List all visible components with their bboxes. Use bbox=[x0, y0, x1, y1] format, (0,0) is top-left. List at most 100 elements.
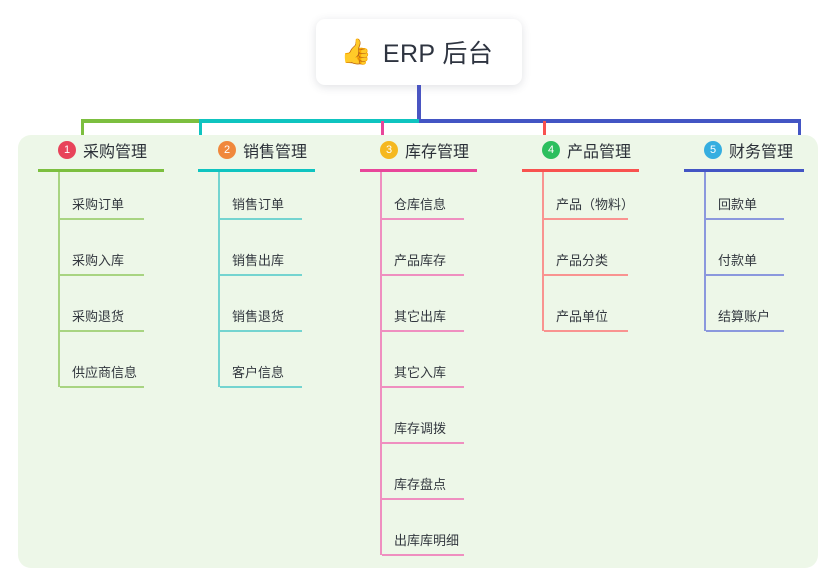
column-item[interactable]: 销售订单 bbox=[198, 172, 315, 228]
column-item-list: 回款单付款单结算账户 bbox=[684, 172, 804, 340]
column-header-underline bbox=[360, 169, 477, 172]
column-item-label: 仓库信息 bbox=[394, 197, 447, 212]
column-item[interactable]: 其它出库 bbox=[360, 284, 477, 340]
column-item[interactable]: 采购订单 bbox=[38, 172, 164, 228]
column-item[interactable]: 其它入库 bbox=[360, 340, 477, 396]
column-number-badge: 3 bbox=[380, 141, 398, 159]
column-item[interactable]: 产品分类 bbox=[522, 228, 639, 284]
column-item[interactable]: 销售退货 bbox=[198, 284, 315, 340]
column-item[interactable]: 回款单 bbox=[684, 172, 804, 228]
connector-horizontal-segment bbox=[199, 119, 421, 123]
column-item-label: 供应商信息 bbox=[72, 365, 138, 380]
column-branch-spine bbox=[704, 172, 706, 331]
column-header[interactable]: 4 产品管理 bbox=[522, 135, 639, 165]
column-header[interactable]: 5 财务管理 bbox=[684, 135, 804, 165]
root-connector-stem bbox=[417, 85, 421, 122]
column-item[interactable]: 付款单 bbox=[684, 228, 804, 284]
column-item[interactable]: 库存盘点 bbox=[360, 452, 477, 508]
column-item[interactable]: 库存调拨 bbox=[360, 396, 477, 452]
diagram-panel: 1 采购管理采购订单采购入库采购退货供应商信息 2 销售管理销售订单销售出库销售退货客… bbox=[18, 135, 818, 568]
column-item-list: 采购订单采购入库采购退货供应商信息 bbox=[38, 172, 164, 396]
column-item-underline bbox=[544, 274, 628, 276]
column-item-underline bbox=[382, 442, 464, 444]
column-title: 采购管理 bbox=[83, 144, 148, 161]
column-item[interactable]: 产品单位 bbox=[522, 284, 639, 340]
column-item-label: 其它出库 bbox=[394, 309, 447, 324]
column-item-list: 仓库信息产品库存其它出库其它入库库存调拨库存盘点出库库明细 bbox=[360, 172, 477, 564]
column-item-label: 库存调拨 bbox=[394, 421, 447, 436]
column-item-underline bbox=[60, 218, 144, 220]
column-item-label: 采购订单 bbox=[72, 197, 125, 212]
column-header[interactable]: 2 销售管理 bbox=[198, 135, 315, 165]
column-item[interactable]: 采购入库 bbox=[38, 228, 164, 284]
mindmap-column: 2 销售管理销售订单销售出库销售退货客户信息 bbox=[198, 135, 315, 396]
column-item-label: 产品分类 bbox=[556, 253, 609, 268]
column-item-label: 产品（物料） bbox=[556, 197, 635, 212]
column-header-underline bbox=[684, 169, 804, 172]
column-item[interactable]: 供应商信息 bbox=[38, 340, 164, 396]
column-item-label: 结算账户 bbox=[718, 309, 771, 324]
column-item-label: 库存盘点 bbox=[394, 477, 447, 492]
column-title: 销售管理 bbox=[243, 144, 308, 161]
root-node-title: ERP 后台 bbox=[382, 40, 494, 68]
column-item-label: 销售出库 bbox=[232, 253, 285, 268]
column-item-label: 销售退货 bbox=[232, 309, 285, 324]
column-item-label: 回款单 bbox=[718, 197, 758, 212]
column-branch-spine bbox=[380, 172, 382, 555]
column-item-underline bbox=[544, 218, 628, 220]
column-item[interactable]: 产品（物料） bbox=[522, 172, 639, 228]
mindmap-column: 4 产品管理产品（物料） 产品分类产品单位 bbox=[522, 135, 639, 340]
column-branch-spine bbox=[58, 172, 60, 387]
column-header[interactable]: 1 采购管理 bbox=[38, 135, 164, 165]
column-number-badge: 2 bbox=[218, 141, 236, 159]
column-branch-spine bbox=[218, 172, 220, 387]
column-number-badge: 1 bbox=[58, 141, 76, 159]
column-number-badge: 5 bbox=[704, 141, 722, 159]
column-item-underline bbox=[706, 330, 784, 332]
connector-horizontal-segment bbox=[419, 119, 801, 123]
column-item-underline bbox=[706, 274, 784, 276]
column-item-label: 出库库明细 bbox=[394, 533, 460, 548]
column-item[interactable]: 仓库信息 bbox=[360, 172, 477, 228]
column-item[interactable]: 客户信息 bbox=[198, 340, 315, 396]
mindmap-column: 5 财务管理回款单付款单结算账户 bbox=[684, 135, 804, 340]
column-item-underline bbox=[220, 386, 302, 388]
column-item-label: 付款单 bbox=[718, 253, 758, 268]
column-header-underline bbox=[38, 169, 164, 172]
root-node-content: 👍 ERP 后台 bbox=[341, 34, 493, 70]
column-item-label: 产品单位 bbox=[556, 309, 609, 324]
column-item-underline bbox=[544, 330, 628, 332]
column-item-label: 采购退货 bbox=[72, 309, 125, 324]
column-item-underline bbox=[382, 498, 464, 500]
column-item[interactable]: 结算账户 bbox=[684, 284, 804, 340]
column-item-list: 产品（物料） 产品分类产品单位 bbox=[522, 172, 639, 340]
column-title: 产品管理 bbox=[567, 144, 632, 161]
column-item-underline bbox=[382, 386, 464, 388]
column-item-label: 产品库存 bbox=[394, 253, 447, 268]
column-item-list: 销售订单销售出库销售退货客户信息 bbox=[198, 172, 315, 396]
column-item-underline bbox=[382, 274, 464, 276]
column-item-underline bbox=[382, 554, 464, 556]
column-number-badge: 4 bbox=[542, 141, 560, 159]
root-node-card[interactable]: 👍 ERP 后台 bbox=[316, 19, 522, 85]
column-item[interactable]: 产品库存 bbox=[360, 228, 477, 284]
column-title: 财务管理 bbox=[729, 144, 794, 161]
thumbs-up-icon: 👍 bbox=[340, 37, 372, 66]
column-item-underline bbox=[60, 274, 144, 276]
column-item-label: 采购入库 bbox=[72, 253, 125, 268]
column-item-underline bbox=[706, 218, 784, 220]
column-item-label: 客户信息 bbox=[232, 365, 285, 380]
column-item[interactable]: 出库库明细 bbox=[360, 508, 477, 564]
column-item[interactable]: 采购退货 bbox=[38, 284, 164, 340]
column-item-underline bbox=[220, 330, 302, 332]
column-item-underline bbox=[220, 218, 302, 220]
column-item-underline bbox=[382, 330, 464, 332]
mindmap-column: 1 采购管理采购订单采购入库采购退货供应商信息 bbox=[38, 135, 164, 396]
column-item-underline bbox=[60, 386, 144, 388]
column-item[interactable]: 销售出库 bbox=[198, 228, 315, 284]
column-item-underline bbox=[60, 330, 144, 332]
column-item-label: 其它入库 bbox=[394, 365, 447, 380]
column-item-underline bbox=[220, 274, 302, 276]
